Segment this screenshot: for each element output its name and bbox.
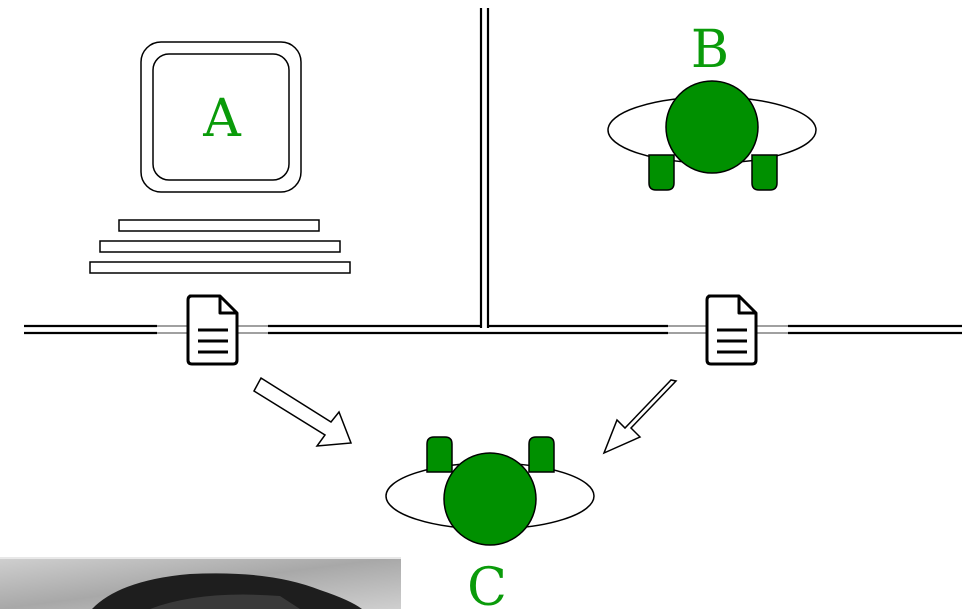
horizontal-wall: [24, 324, 962, 335]
vertical-wall: [479, 8, 490, 328]
label-a: A: [202, 89, 242, 149]
photo-fragment: [0, 557, 401, 609]
label-c: C: [467, 558, 507, 609]
person-c-icon: [385, 436, 595, 546]
document-icon-left: [186, 294, 239, 366]
document-icon-right: [705, 294, 758, 366]
computer-monitor-icon: [89, 41, 351, 274]
label-b: B: [691, 20, 729, 80]
person-b-icon: [607, 80, 817, 191]
outline-arrow-icon-right: [602, 379, 678, 455]
outline-arrow-icon-left: [253, 376, 353, 447]
